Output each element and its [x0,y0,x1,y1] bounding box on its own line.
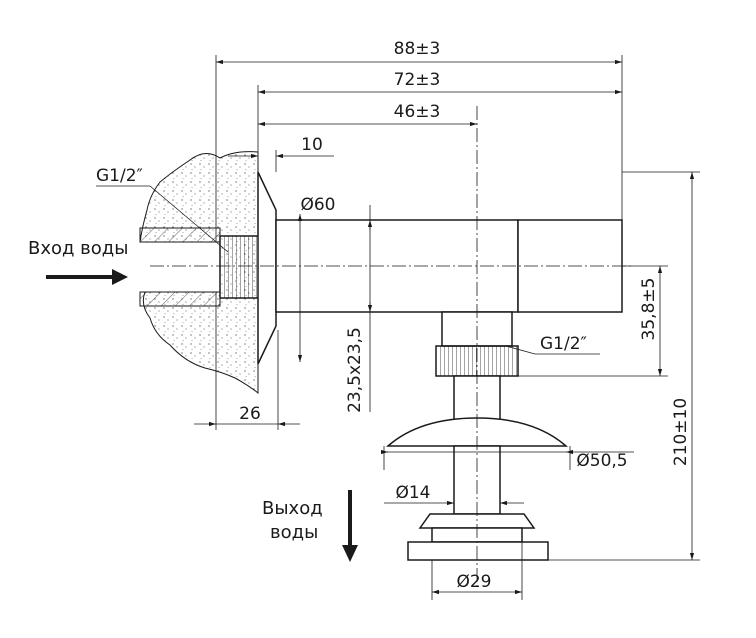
dim-dia14: Ø14 [395,483,430,503]
wall-flange [257,171,277,365]
water-inlet-label: Вход воды [28,238,128,259]
inlet-flow-arrow [46,269,128,285]
extension-lines [215,55,700,561]
dim-dia29: Ø29 [456,572,491,592]
dim-dia50-5: Ø50,5 [576,451,627,471]
thread-label-inlet: G1/2″ [96,166,143,186]
water-outlet-label-line1: Выход [262,498,323,519]
water-outlet-label-line2: воды [270,522,318,543]
dim-210: 210±10 [671,398,691,466]
dim-72: 72±3 [394,70,441,90]
dim-35-8: 35,8±5 [639,278,659,341]
dim-26: 26 [239,404,261,424]
dim-46: 46±3 [394,102,441,122]
dim-88: 88±3 [394,39,441,59]
dimension-lines [96,59,695,600]
inlet-pipe [139,227,221,307]
threaded-nipple [219,235,261,299]
dim-23-5: 23,5x23,5 [345,327,365,413]
dim-dia60: Ø60 [300,195,335,215]
dim-10: 10 [301,135,323,155]
thread-label-outlet: G1/2″ [540,334,587,354]
outlet-flow-arrow [342,490,358,562]
